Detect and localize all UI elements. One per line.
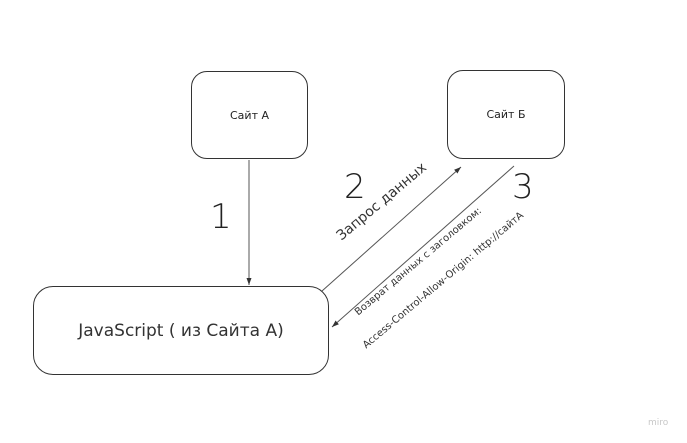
- miro-watermark: miro: [648, 418, 669, 428]
- node-javascript[interactable]: JavaScript ( из Сайта А): [33, 286, 329, 375]
- arrow-request: [321, 166, 462, 292]
- arrow-return: [331, 165, 515, 328]
- node-site-a-label: Сайт А: [230, 108, 269, 122]
- node-site-b[interactable]: Сайт Б: [447, 70, 565, 159]
- node-site-b-label: Сайт Б: [486, 108, 526, 121]
- node-site-a[interactable]: Сайт А: [191, 71, 308, 159]
- node-javascript-label: JavaScript ( из Сайта А): [78, 320, 284, 341]
- step-number-3: 3: [512, 167, 534, 207]
- step-number-2: 2: [344, 167, 366, 207]
- step-number-1: 1: [210, 197, 232, 237]
